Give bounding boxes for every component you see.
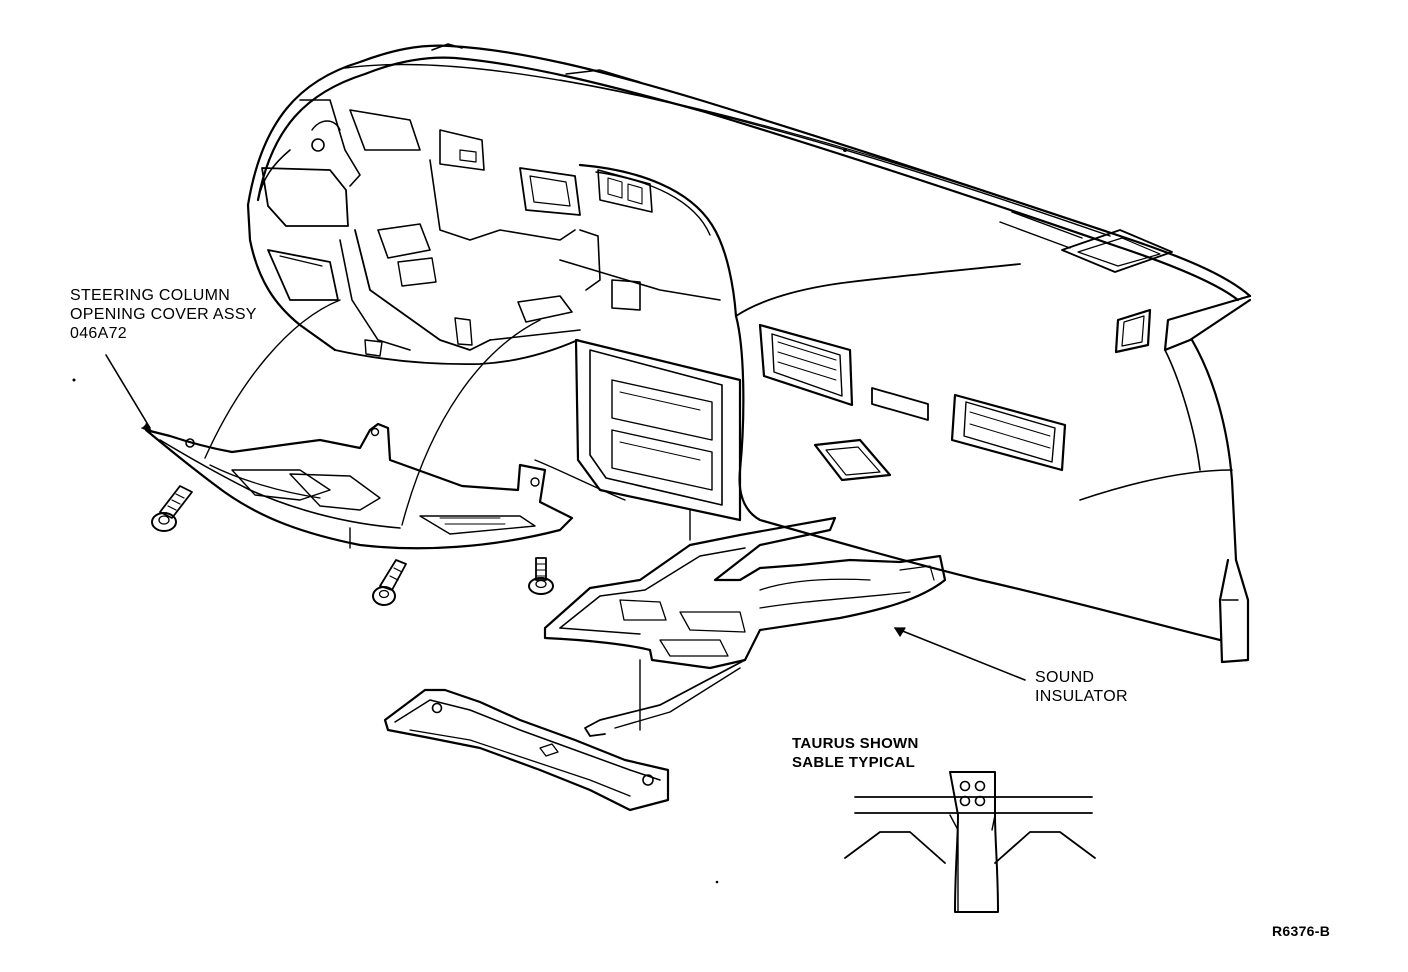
sound-insulator-panel <box>543 516 947 737</box>
figure-code: R6376-B <box>1272 923 1331 939</box>
steering-column-cover <box>144 422 574 550</box>
sound-insulator-label: SOUND INSULATOR <box>1035 668 1128 706</box>
lower-bracket <box>383 688 670 812</box>
part-number: 046A72 <box>70 325 127 342</box>
callout-line: STEERING COLUMN <box>70 287 231 304</box>
scan-specks <box>72 148 847 884</box>
alignment-lines <box>204 299 691 731</box>
callout-line: TAURUS SHOWN <box>792 735 919 752</box>
callout-line: SABLE TYPICAL <box>792 754 916 771</box>
mounting-bolts <box>151 485 554 606</box>
instrument-panel <box>246 43 1252 664</box>
callout-line: INSULATOR <box>1035 688 1128 705</box>
callout-line: SOUND <box>1035 669 1095 686</box>
detail-note-label: TAURUS SHOWN SABLE TYPICAL <box>792 734 919 772</box>
leader-lines <box>105 354 1026 681</box>
callout-line: OPENING COVER ASSY <box>70 306 257 323</box>
steering-column-cover-label: STEERING COLUMN OPENING COVER ASSY 046A7… <box>70 286 257 343</box>
bracket-detail-inset <box>844 771 1096 913</box>
